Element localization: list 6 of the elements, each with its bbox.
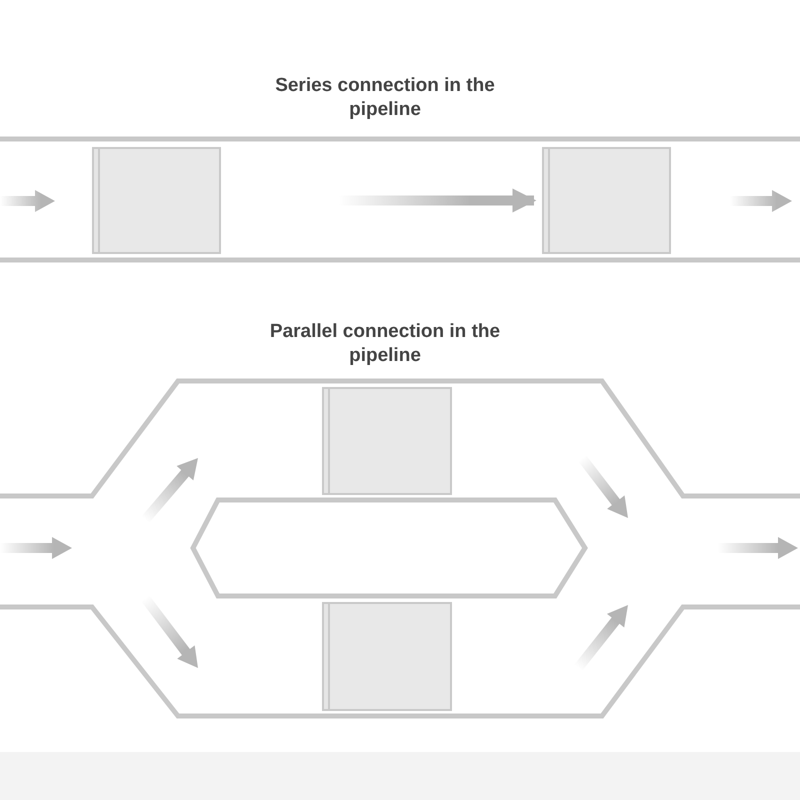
device-box [92,147,221,254]
device-box [322,602,452,711]
device-box [322,387,452,495]
device-box [542,147,671,254]
section-heading: Series connection in the pipeline [274,74,496,122]
section-heading: Parallel connection in the pipeline [268,320,502,368]
